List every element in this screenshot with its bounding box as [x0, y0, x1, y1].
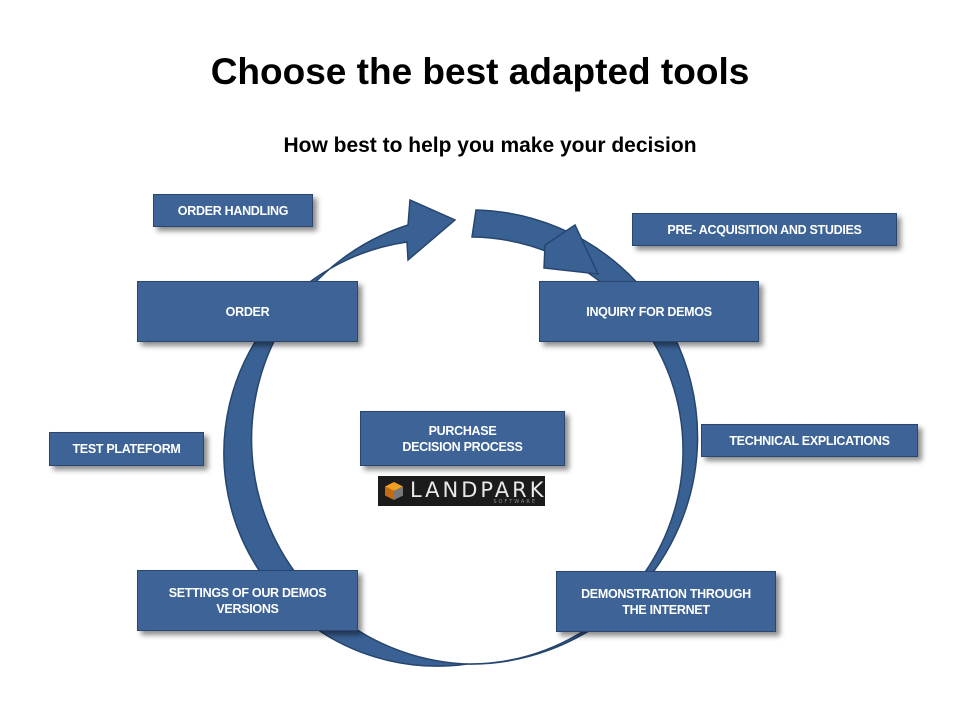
page-title: Choose the best adapted tools	[210, 51, 750, 92]
page-subtitle: How best to help you make your decision	[283, 134, 697, 157]
order-handling-box: ORDER HANDLING	[153, 194, 313, 227]
cube-icon	[385, 482, 403, 500]
center-purchase-box: PURCHASE DECISION PROCESS	[360, 411, 565, 466]
inquiry-demos-box: INQUIRY FOR DEMOS	[539, 281, 759, 342]
landpark-logo: LANDPARK SOFTWARE	[378, 476, 545, 506]
technical-explications-box: TECHNICAL EXPLICATIONS	[701, 424, 918, 457]
test-plateform-box: TEST PLATEFORM	[49, 432, 204, 466]
pre-acquisition-box: PRE- ACQUISITION AND STUDIES	[632, 213, 897, 246]
logo-wordmark: LANDPARK	[410, 478, 547, 502]
order-box: ORDER	[137, 281, 358, 342]
settings-demos-box: SETTINGS OF OUR DEMOS VERSIONS	[137, 570, 358, 631]
logo-subtext: SOFTWARE	[493, 499, 537, 505]
demonstration-internet-box: DEMONSTRATION THROUGH THE INTERNET	[556, 571, 776, 632]
cycle-arrowhead-right	[543, 223, 600, 275]
